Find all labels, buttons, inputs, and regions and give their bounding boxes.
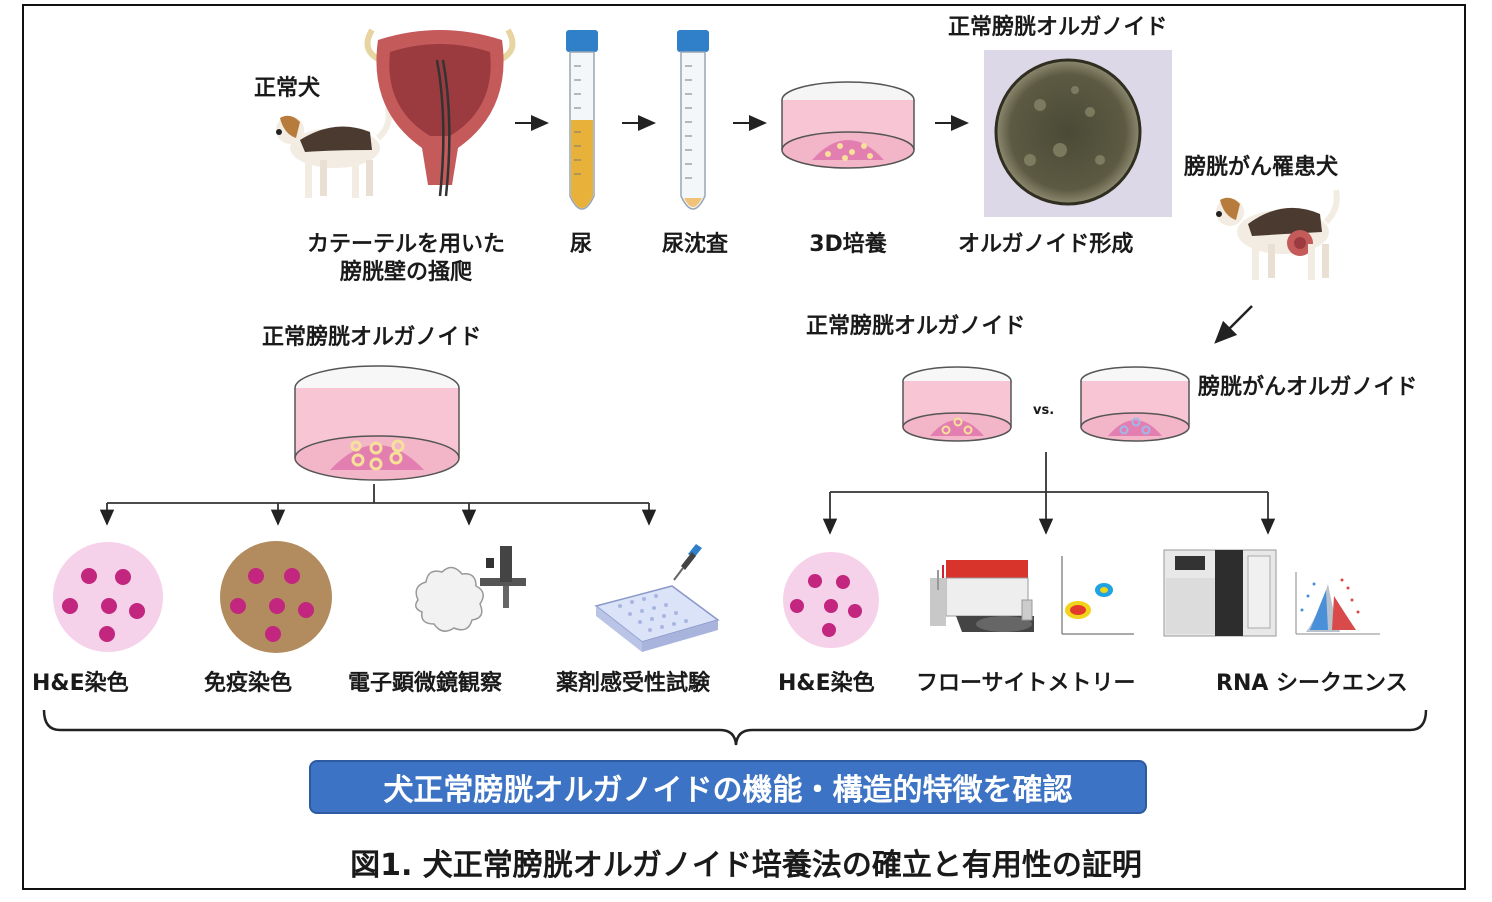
organoid-micrograph-image (984, 50, 1172, 217)
left-item-he: H&E染色 (32, 671, 129, 696)
flow-cytometer-icon (930, 560, 1034, 632)
left-item-drug: 薬剤感受性試験 (556, 671, 711, 696)
left-branch-title: 正常膀胱オルガノイド (262, 325, 482, 350)
he-stain-icon-left (53, 542, 163, 652)
culture-dish-icon (781, 81, 915, 169)
normal-organoid-dish-icon (294, 365, 460, 481)
summary-brace (42, 709, 1428, 746)
immunostain-icon (220, 541, 332, 653)
right-branch-connector (822, 452, 1276, 535)
organoid-title-label: 正常膀胱オルガノイド (948, 15, 1168, 40)
right-item-rnaseq: RNA シークエンス (1216, 671, 1408, 696)
normal-dog-icon (276, 107, 392, 198)
catheter-label-line2: 膀胱壁の掻爬 (339, 259, 472, 285)
culture-3d-label: 3D培養 (809, 232, 887, 257)
volcano-plot-icon (1295, 572, 1380, 635)
cancer-dog-label: 膀胱がん罹患犬 (1184, 155, 1339, 180)
right-item-he: H&E染色 (778, 671, 875, 696)
he-stain-icon-right (783, 552, 879, 648)
left-item-immuno: 免疫染色 (204, 671, 293, 696)
sequencer-icon (1163, 549, 1277, 637)
normal-dish-small-icon (902, 366, 1012, 442)
conclusion-banner: 犬正常膀胱オルガノイドの機能・構造的特徴を確認 (309, 760, 1147, 814)
diagonal-arrow (1214, 305, 1253, 344)
cancer-dish-small-icon (1080, 366, 1190, 442)
left-branch-connector (99, 484, 657, 526)
catheter-label: カテーテルを用いた 膀胱壁の掻爬 (282, 231, 530, 286)
cancer-dog-icon (1216, 189, 1340, 280)
right-cancer-label: 膀胱がんオルガノイド (1198, 375, 1418, 400)
organoid-formation-label: オルガノイド形成 (958, 232, 1134, 257)
urine-label: 尿 (569, 232, 592, 257)
figure-frame (22, 4, 1466, 890)
urine-sediment-label: 尿沈査 (661, 232, 728, 257)
figure-caption: 図1. 犬正常膀胱オルガノイド培養法の確立と有用性の証明 (350, 848, 1142, 883)
urine-tube-icon (566, 30, 598, 210)
vs-label: vs. (1033, 403, 1055, 418)
drug-plate-icon (594, 544, 720, 652)
normal-dog-label: 正常犬 (254, 76, 321, 101)
right-normal-label: 正常膀胱オルガノイド (806, 314, 1026, 339)
sediment-tube-icon (677, 30, 709, 210)
bladder-catheter-icon (364, 28, 516, 197)
catheter-label-line1: カテーテルを用いた (306, 232, 505, 257)
left-item-em: 電子顕微鏡観察 (348, 671, 503, 696)
flow-scatter-plot-icon (1061, 556, 1134, 635)
electron-microscope-icon (415, 546, 526, 632)
right-item-flow: フローサイトメトリー (916, 671, 1136, 696)
